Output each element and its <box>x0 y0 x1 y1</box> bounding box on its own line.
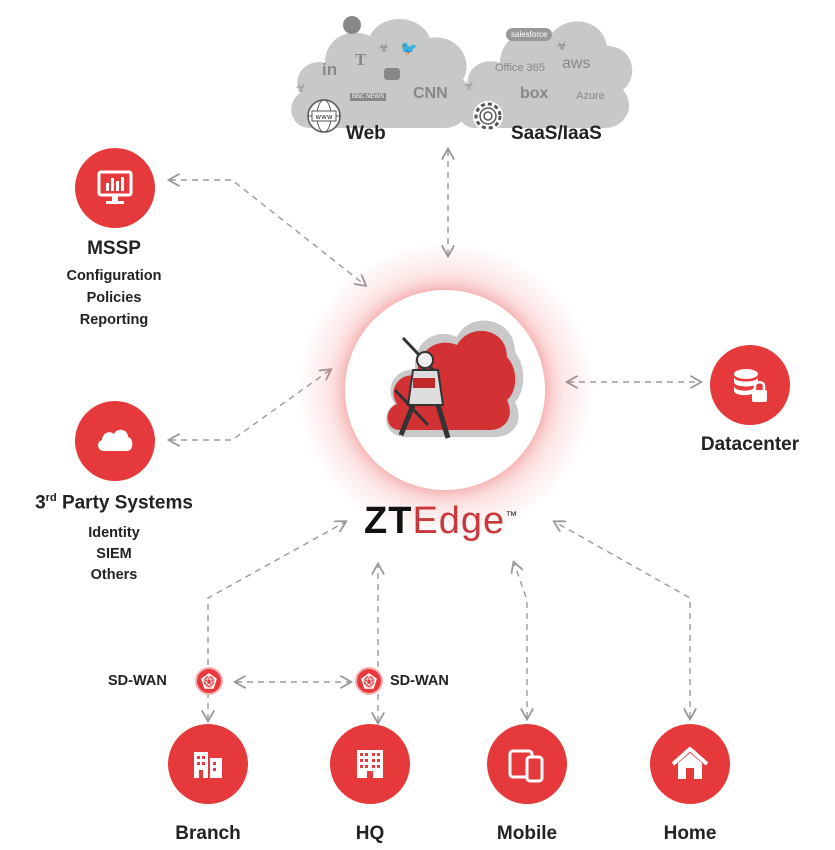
www-globe-icon: www <box>307 99 341 133</box>
youtube-icon <box>384 68 400 80</box>
sdwan-left-label: SD-WAN <box>108 673 167 689</box>
arrow-mobile-hub <box>514 563 527 718</box>
samurai-mascot-icon <box>393 336 451 439</box>
third-party-node[interactable] <box>75 401 155 481</box>
site-label-mobile: Mobile <box>496 823 558 844</box>
aws-logo: aws <box>562 55 591 72</box>
saas-iaas-label: SaaS/IaaS <box>511 123 602 144</box>
bbc-news-logo: BBC NEWS <box>350 93 387 101</box>
datacenter-node[interactable] <box>710 345 790 425</box>
home-node[interactable] <box>650 724 730 804</box>
sdwan-mesh-icon <box>201 673 217 689</box>
linkedin-logo: in <box>322 60 338 79</box>
monitor-chart-icon <box>97 170 133 204</box>
azure-logo: Azure <box>576 90 605 102</box>
twitter-icon: 🐦 <box>400 40 418 56</box>
mobile-node[interactable] <box>487 724 567 804</box>
salesforce-logo: salesforce <box>506 28 553 41</box>
web-label: Web <box>346 123 386 144</box>
ztedge-logo: ZTEdge™ <box>364 500 519 542</box>
datacenter-label: Datacenter <box>700 434 800 455</box>
arrow-mssp-hub <box>170 180 365 285</box>
cnn-logo: CNN <box>413 85 448 102</box>
database-lock-icon <box>734 369 767 402</box>
mssp-line-reporting: Reporting <box>79 312 149 328</box>
sdwan-right-label: SD-WAN <box>390 673 449 689</box>
branch-node[interactable] <box>168 724 248 804</box>
box-logo: box <box>520 85 549 102</box>
hq-node[interactable] <box>330 724 410 804</box>
sdwan-mesh-icon <box>361 673 377 689</box>
hq-building-icon <box>357 750 383 778</box>
branch-building-icon <box>194 752 222 778</box>
biohazard-icon: ☣ <box>463 78 475 93</box>
mssp-line-policies: Policies <box>86 290 142 306</box>
third-party-line-others: Others <box>90 567 138 583</box>
nyt-icon: T <box>355 50 367 69</box>
arrow-home-hub <box>555 522 690 718</box>
cloud-icon <box>98 429 133 451</box>
site-label-home: Home <box>663 823 717 844</box>
scam-lock-icon <box>343 16 361 34</box>
biohazard-icon: ☣ <box>295 80 307 95</box>
home-icon <box>671 747 709 779</box>
arrow-branch-hub <box>208 522 345 720</box>
gear-icon <box>473 101 503 131</box>
mobile-devices-icon <box>508 749 544 783</box>
sdwan-left-badge[interactable] <box>195 667 223 695</box>
biohazard-icon: ☣ <box>556 38 568 53</box>
svg-text:www: www <box>315 113 332 121</box>
sdwan-right-badge[interactable] <box>355 667 383 695</box>
web-cloud <box>291 18 472 128</box>
site-label-branch: Branch <box>175 823 241 844</box>
site-label-hq: HQ <box>355 823 385 844</box>
third-party-line-identity: Identity <box>88 525 140 541</box>
mssp-title: MSSP <box>87 238 141 259</box>
office365-logo: Office 365 <box>495 62 545 74</box>
mssp-line-configuration: Configuration <box>66 268 162 284</box>
third-party-title: 3rd Party Systems <box>35 492 193 514</box>
saas-cloud <box>458 21 633 128</box>
biohazard-icon: ☣ <box>378 40 390 55</box>
mssp-node[interactable] <box>75 148 155 228</box>
third-party-line-siem: SIEM <box>96 546 132 562</box>
